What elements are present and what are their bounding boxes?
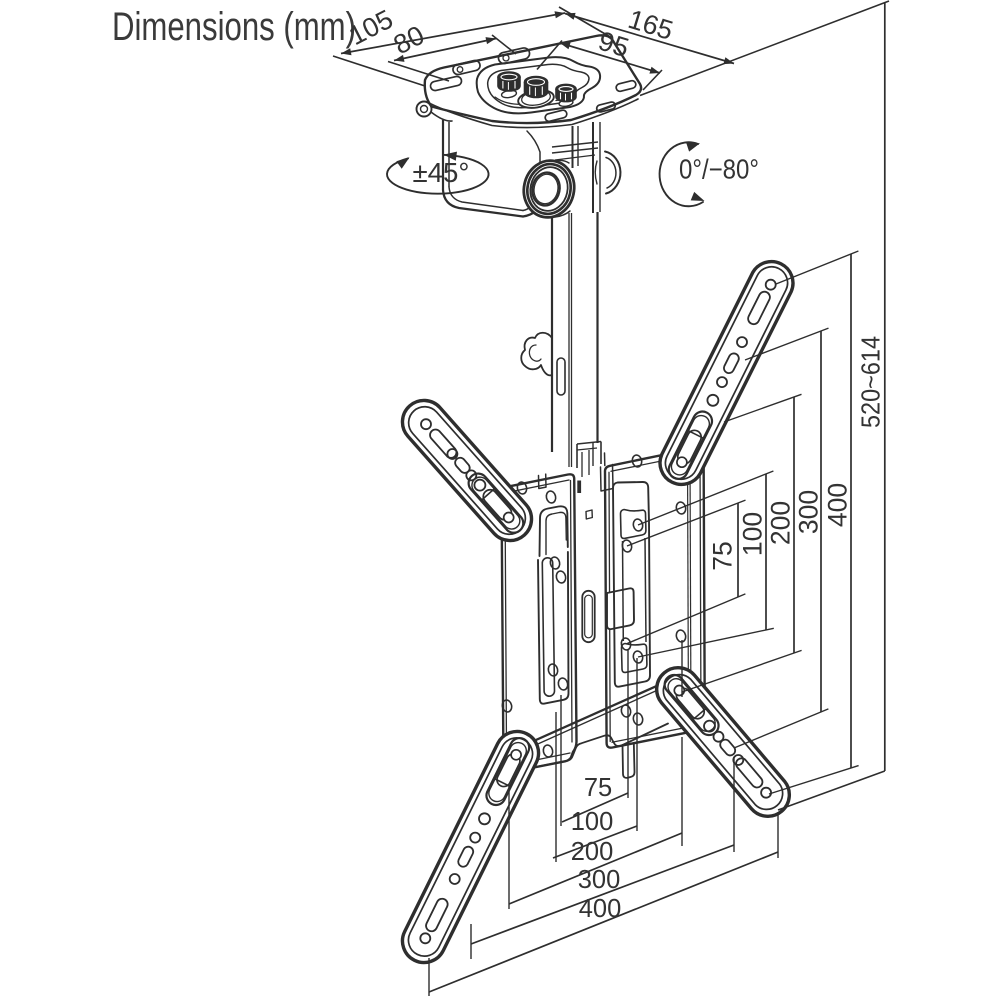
svg-text:400: 400: [579, 895, 622, 923]
svg-text:400: 400: [823, 483, 853, 527]
svg-text:200: 200: [571, 838, 614, 866]
svg-text:200: 200: [766, 501, 796, 545]
svg-text:75: 75: [584, 774, 612, 802]
svg-text:300: 300: [578, 866, 621, 894]
svg-text:100: 100: [571, 808, 614, 836]
svg-text:0°/−80°: 0°/−80°: [679, 154, 759, 185]
svg-text:75: 75: [708, 541, 738, 570]
svg-text:Dimensions (mm): Dimensions (mm): [112, 5, 356, 49]
svg-text:300: 300: [794, 490, 824, 534]
svg-text:±45°: ±45°: [413, 157, 470, 188]
svg-text:520~614: 520~614: [856, 336, 886, 428]
svg-text:100: 100: [738, 512, 768, 556]
